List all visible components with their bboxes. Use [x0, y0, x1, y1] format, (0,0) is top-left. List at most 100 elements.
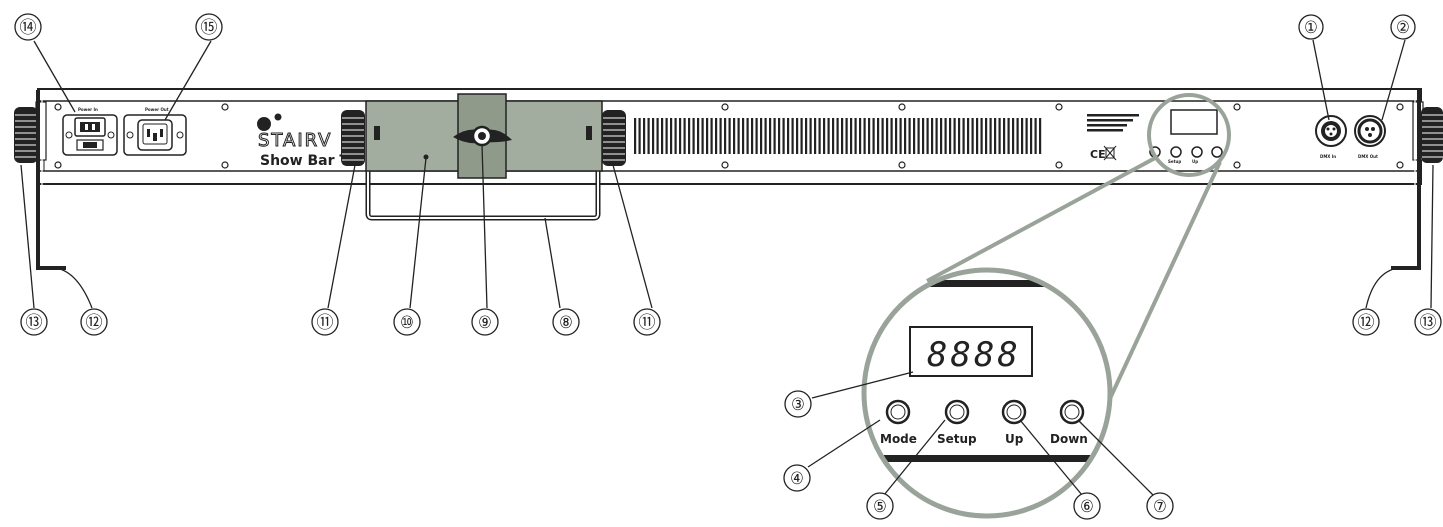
- dmx-out-label: DMX Out: [1358, 154, 1378, 159]
- brand-name: STAIRV: [258, 130, 332, 151]
- callout-2: ②: [1390, 14, 1416, 40]
- vent-slot: [922, 118, 925, 154]
- right-floor-bracket: [1391, 90, 1421, 270]
- callout-15: ⑮: [195, 13, 223, 41]
- mounting-bracket: [365, 93, 603, 221]
- small-up-button: [1191, 146, 1203, 158]
- callout-11-left: ⑪: [311, 308, 339, 336]
- vent-slot: [661, 118, 664, 154]
- panel-screws: [54, 103, 1404, 169]
- dmx-in-label: DMX In: [1320, 154, 1336, 159]
- callout-9: ⑨: [471, 308, 499, 336]
- svg-text:⑨: ⑨: [478, 313, 492, 333]
- control-panel-small: CE Setup Up: [1087, 109, 1223, 164]
- vent-slot: [998, 118, 1001, 154]
- right-adjustment-knob: [602, 110, 626, 166]
- vent-slot: [881, 118, 884, 154]
- small-setup-label: Setup: [1168, 159, 1181, 164]
- led-display-value: 8888: [927, 335, 1021, 375]
- vent-slot: [814, 118, 817, 154]
- callout-12-left: ⑫: [80, 308, 108, 336]
- vent-slot: [958, 118, 961, 154]
- vent-slot: [719, 118, 722, 154]
- vent-slot: [733, 118, 736, 154]
- vent-slot: [1016, 118, 1019, 154]
- svg-text:⑥: ⑥: [1080, 497, 1094, 517]
- svg-text:⑬: ⑬: [26, 313, 43, 333]
- callout-13-right: ⑬: [1414, 308, 1442, 336]
- callout-3: ③: [784, 390, 812, 418]
- brand-logo: STAIRV Show Bar T: [257, 113, 349, 169]
- vent-slot: [665, 118, 668, 154]
- callout-1: ①: [1298, 14, 1324, 40]
- vent-slot: [674, 118, 677, 154]
- callout-4: ④: [783, 464, 811, 492]
- vent-slot: [1012, 118, 1015, 154]
- power-out-label: Power Out: [145, 107, 169, 112]
- vent-slot: [818, 118, 821, 154]
- small-display: [1170, 109, 1218, 135]
- vent-slot: [827, 118, 830, 154]
- up-button: [1001, 399, 1027, 425]
- vent-slot: [944, 118, 947, 154]
- zoom-connector-lines: [926, 93, 1231, 421]
- mode-button: [885, 399, 911, 425]
- zoom-ring: [861, 267, 1113, 519]
- vent-slot: [962, 118, 965, 154]
- vent-slot: [949, 118, 952, 154]
- vent-slot: [670, 118, 673, 154]
- vent-slot: [715, 118, 718, 154]
- vent-slot: [773, 118, 776, 154]
- vent-slot: [886, 118, 889, 154]
- ce-mark: CE: [1090, 148, 1106, 161]
- vent-slot: [863, 118, 866, 154]
- callout-11-right: ⑪: [633, 308, 661, 336]
- mode-label: Mode: [880, 432, 917, 446]
- small-up-label: Up: [1192, 159, 1198, 164]
- vent-slot: [890, 118, 893, 154]
- setup-label: Setup: [937, 432, 977, 446]
- vent-slot: [728, 118, 731, 154]
- down-button: [1059, 399, 1085, 425]
- vent-slot: [931, 118, 934, 154]
- vent-slot: [809, 118, 812, 154]
- vent-slot: [926, 118, 929, 154]
- zoomed-control-panel: 8888 Mode Setup Up Down: [861, 267, 1113, 519]
- vent-slot: [994, 118, 997, 154]
- vent-slot: [1007, 118, 1010, 154]
- vent-slot: [823, 118, 826, 154]
- power-in-label: Power In: [78, 107, 98, 112]
- svg-text:⑮: ⑮: [201, 18, 218, 38]
- small-setup-button: [1170, 146, 1182, 158]
- svg-text:⑩: ⑩: [400, 313, 414, 333]
- vent-slot: [688, 118, 691, 154]
- vent-slot: [836, 118, 839, 154]
- vent-slot: [895, 118, 898, 154]
- vent-slot: [859, 118, 862, 154]
- callout-8: ⑧: [552, 308, 580, 336]
- svg-text:⑪: ⑪: [317, 313, 334, 333]
- vent-slot: [908, 118, 911, 154]
- callout-6: ⑥: [1073, 492, 1101, 520]
- led-display: [909, 326, 1033, 377]
- vent-slot: [692, 118, 695, 154]
- vent-slot: [782, 118, 785, 154]
- callout-leaders: [20, 39, 1434, 496]
- model-name: Show Bar T: [260, 153, 349, 169]
- vent-slot: [953, 118, 956, 154]
- vent-slot: [935, 118, 938, 154]
- left-end-cap-knob: [14, 101, 47, 163]
- vent-slot: [724, 118, 727, 154]
- callout-13-left: ⑬: [20, 308, 48, 336]
- svg-text:⑭: ⑭: [20, 18, 37, 38]
- svg-text:⑦: ⑦: [1153, 497, 1167, 517]
- vent-slot: [800, 118, 803, 154]
- svg-text:⑬: ⑬: [1420, 313, 1437, 333]
- vent-slot: [967, 118, 970, 154]
- callout-numbers: ① ② ⑭ ⑮ ⑬ ⑫ ⑪ ⑩: [14, 13, 1442, 520]
- vent-slot: [643, 118, 646, 154]
- callout-10: ⑩: [393, 308, 421, 336]
- vent-slot: [845, 118, 848, 154]
- vent-slot: [980, 118, 983, 154]
